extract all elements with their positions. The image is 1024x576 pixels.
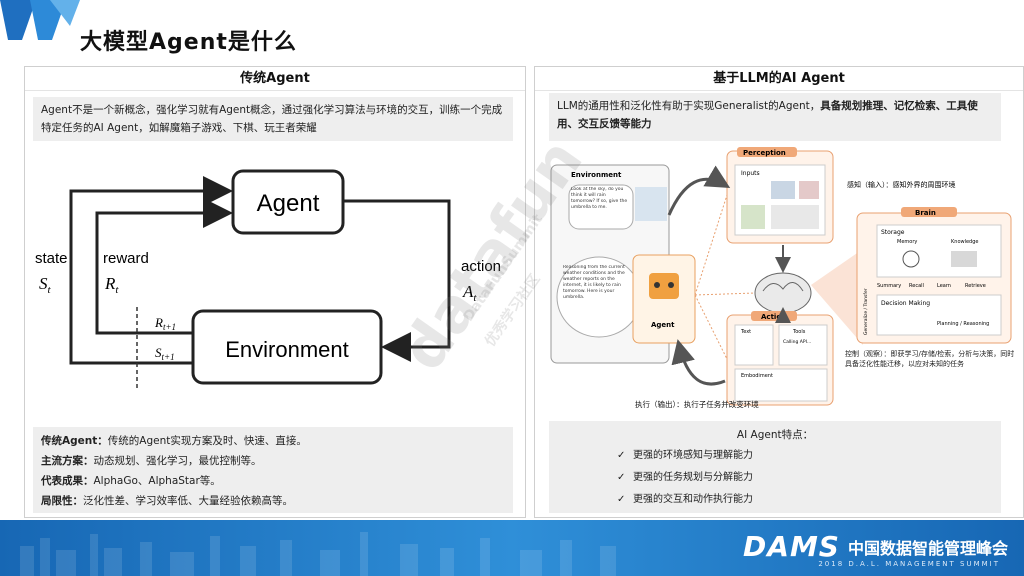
action-symbol: At <box>462 282 477 304</box>
action-symbol-sub: t <box>473 292 477 304</box>
action-note: 执行（输出）：执行子任务并改变环境 <box>635 400 759 409</box>
traditional-agent-panel: 传统Agent Agent不是一个新概念，强化学习就有Agent概念，通过强化学… <box>24 66 526 518</box>
rl-loop-diagram: Agent Environment state St reward Rt act… <box>35 169 501 389</box>
knowledge-label: Knowledge <box>951 239 979 245</box>
brain-note: 控制（观察）：即获学习/存储/检索，分析与决策，同时具备泛化性能迁移，以应对未知… <box>845 350 1015 368</box>
point-row: 传统Agent：传统的Agent实现方案及时、快速、直接。 <box>41 431 505 451</box>
planning-label: Planning / Reasoning <box>937 321 989 327</box>
traditional-agent-intro: Agent不是一个新概念，强化学习就有Agent概念，通过强化学习算法与环境的交… <box>33 97 513 141</box>
next-state-label: St+1 <box>155 345 175 362</box>
environment-title: Environment <box>571 171 622 179</box>
perception-title: Perception <box>743 149 786 157</box>
next-reward-letter: R <box>154 315 163 330</box>
check-icon: ✓ <box>617 494 626 505</box>
check-icon: ✓ <box>617 472 626 483</box>
env-question-bubble <box>568 184 634 230</box>
env-question-text: Look at the sky, do you think it will ra… <box>571 187 628 210</box>
point-value: 动态规划、强化学习，最优控制等。 <box>93 455 262 467</box>
perception-note: 感知（输入）：感知外界的周围环境 <box>847 180 956 189</box>
env-to-perception-arrow <box>667 165 731 216</box>
traditional-agent-intro-text: Agent不是一个新概念，强化学习就有Agent概念，通过强化学习算法与环境的交… <box>41 104 503 134</box>
feature-item: ✓ 更强的环境感知与理解能力 <box>617 445 993 467</box>
point-row: 代表成果：AlphaGo、AlphaStar等。 <box>41 471 505 491</box>
memory-label: Memory <box>897 239 917 245</box>
point-row: 主流方案：动态规划、强化学习，最优控制等。 <box>41 451 505 471</box>
env-image <box>635 187 667 221</box>
next-state-sub: t+1 <box>162 352 175 362</box>
bottom-banner: DAMS 中国数据智能管理峰会 2018 D.A.L. MANAGEMENT S… <box>0 520 1024 576</box>
state-symbol-sub: t <box>48 284 52 296</box>
point-row: 局限性：泛化性差、学习效率低、大量经验依赖高等。 <box>41 491 505 511</box>
llm-agent-intro-bold: 具备规划推理、记忆检索、工具使用、交互反馈等能力 <box>557 100 978 130</box>
state-symbol-letter: S <box>39 274 48 293</box>
text-output-label: Text <box>740 329 751 335</box>
point-value: 传统的Agent实现方案及时、快速、直接。 <box>107 435 307 447</box>
point-value: AlphaGo、AlphaStar等。 <box>93 475 221 487</box>
agent-box-label: Agent <box>257 190 320 217</box>
feature-text: 更强的交互和动作执行能力 <box>633 494 753 505</box>
banner-cn-title: 中国数据智能管理峰会 <box>847 538 1008 558</box>
point-key: 主流方案： <box>41 455 94 467</box>
feature-item: ✓ 更强的交互和动作执行能力 <box>617 489 993 511</box>
decision-label: Decision Making <box>881 300 930 307</box>
llm-agent-features: AI Agent特点： ✓ 更强的环境感知与理解能力 ✓ 更强的任务规划与分解能力 … <box>549 421 1001 513</box>
point-value: 泛化性差、学习效率低、大量经验依赖高等。 <box>83 495 293 507</box>
action-label: action <box>461 258 501 275</box>
dams-logo-mark <box>0 0 80 40</box>
next-reward-sub: t+1 <box>163 322 176 332</box>
features-title: AI Agent特点： <box>736 429 814 441</box>
banner-brand: DAMS 中国数据智能管理峰会 <box>743 530 1008 563</box>
point-key: 局限性： <box>41 495 83 507</box>
reward-symbol: Rt <box>104 274 119 296</box>
brain-title: Brain <box>915 209 936 217</box>
traditional-agent-header: 传统Agent <box>25 67 525 91</box>
reward-label: reward <box>103 250 149 267</box>
feature-text: 更强的环境感知与理解能力 <box>633 450 753 461</box>
llm-agent-intro: LLM的通用性和泛化性有助于实现Generalist的Agent，具备规划推理、… <box>549 93 1001 141</box>
state-label: state <box>35 250 68 267</box>
skyline-decoration <box>20 532 616 576</box>
action-title: Action <box>761 313 786 321</box>
llm-agent-panel: 基于LLM的AI Agent LLM的通用性和泛化性有助于实现Generalis… <box>534 66 1024 518</box>
action-symbol-letter: A <box>462 282 474 301</box>
llm-agent-intro-normal: LLM的通用性和泛化性有助于实现Generalist的Agent， <box>557 100 821 112</box>
features-list: ✓ 更强的环境感知与理解能力 ✓ 更强的任务规划与分解能力 ✓ 更强的交互和动作执行能… <box>557 445 993 511</box>
reward-symbol-letter: R <box>104 274 116 293</box>
learn-label: Learn <box>937 283 951 289</box>
llm-agent-framework-diagram: Environment Look at the sky, do you thin… <box>550 147 1015 406</box>
action-to-env-arrow <box>671 339 726 386</box>
embodiment-label: Embodiment <box>741 373 773 379</box>
banner-subtitle: 2018 D.A.L. MANAGEMENT SUMMIT <box>818 560 1000 568</box>
check-icon: ✓ <box>617 450 626 461</box>
recall-label: Recall <box>909 283 924 289</box>
slide-title: 大模型Agent是什么 <box>80 30 297 55</box>
agent-robot-label: Agent <box>651 321 675 329</box>
tools-label: Tools <box>792 329 806 335</box>
environment-box-label: Environment <box>225 337 349 362</box>
traditional-agent-points: 传统Agent：传统的Agent实现方案及时、快速、直接。 主流方案：动态规划、… <box>33 427 513 513</box>
action-arrow <box>343 199 451 362</box>
calling-api-label: Calling API... <box>783 339 811 345</box>
point-key: 代表成果： <box>41 475 94 487</box>
feature-text: 更强的任务规划与分解能力 <box>633 472 753 483</box>
generalize-label: Generalize / Transfer <box>863 288 869 335</box>
state-arrow <box>69 176 233 365</box>
state-symbol: St <box>39 274 52 296</box>
agent-robot-icon <box>649 273 679 299</box>
llm-agent-header: 基于LLM的AI Agent <box>535 67 1023 91</box>
inputs-label: Inputs <box>741 170 760 177</box>
next-state-letter: S <box>155 345 162 360</box>
next-reward-label: Rt+1 <box>154 315 176 332</box>
reward-symbol-sub: t <box>115 284 119 296</box>
summary-label: Summary <box>877 283 901 289</box>
env-answer-text: Reasoning from the current weather condi… <box>563 265 625 300</box>
storage-label: Storage <box>881 229 905 236</box>
feature-item: ✓ 更强的任务规划与分解能力 <box>617 467 993 489</box>
brain-icon <box>754 272 812 314</box>
reward-arrow <box>95 198 233 335</box>
banner-dams-logo: DAMS <box>743 530 840 563</box>
retrieve-label: Retrieve <box>965 283 986 289</box>
point-key: 传统Agent： <box>41 435 108 447</box>
